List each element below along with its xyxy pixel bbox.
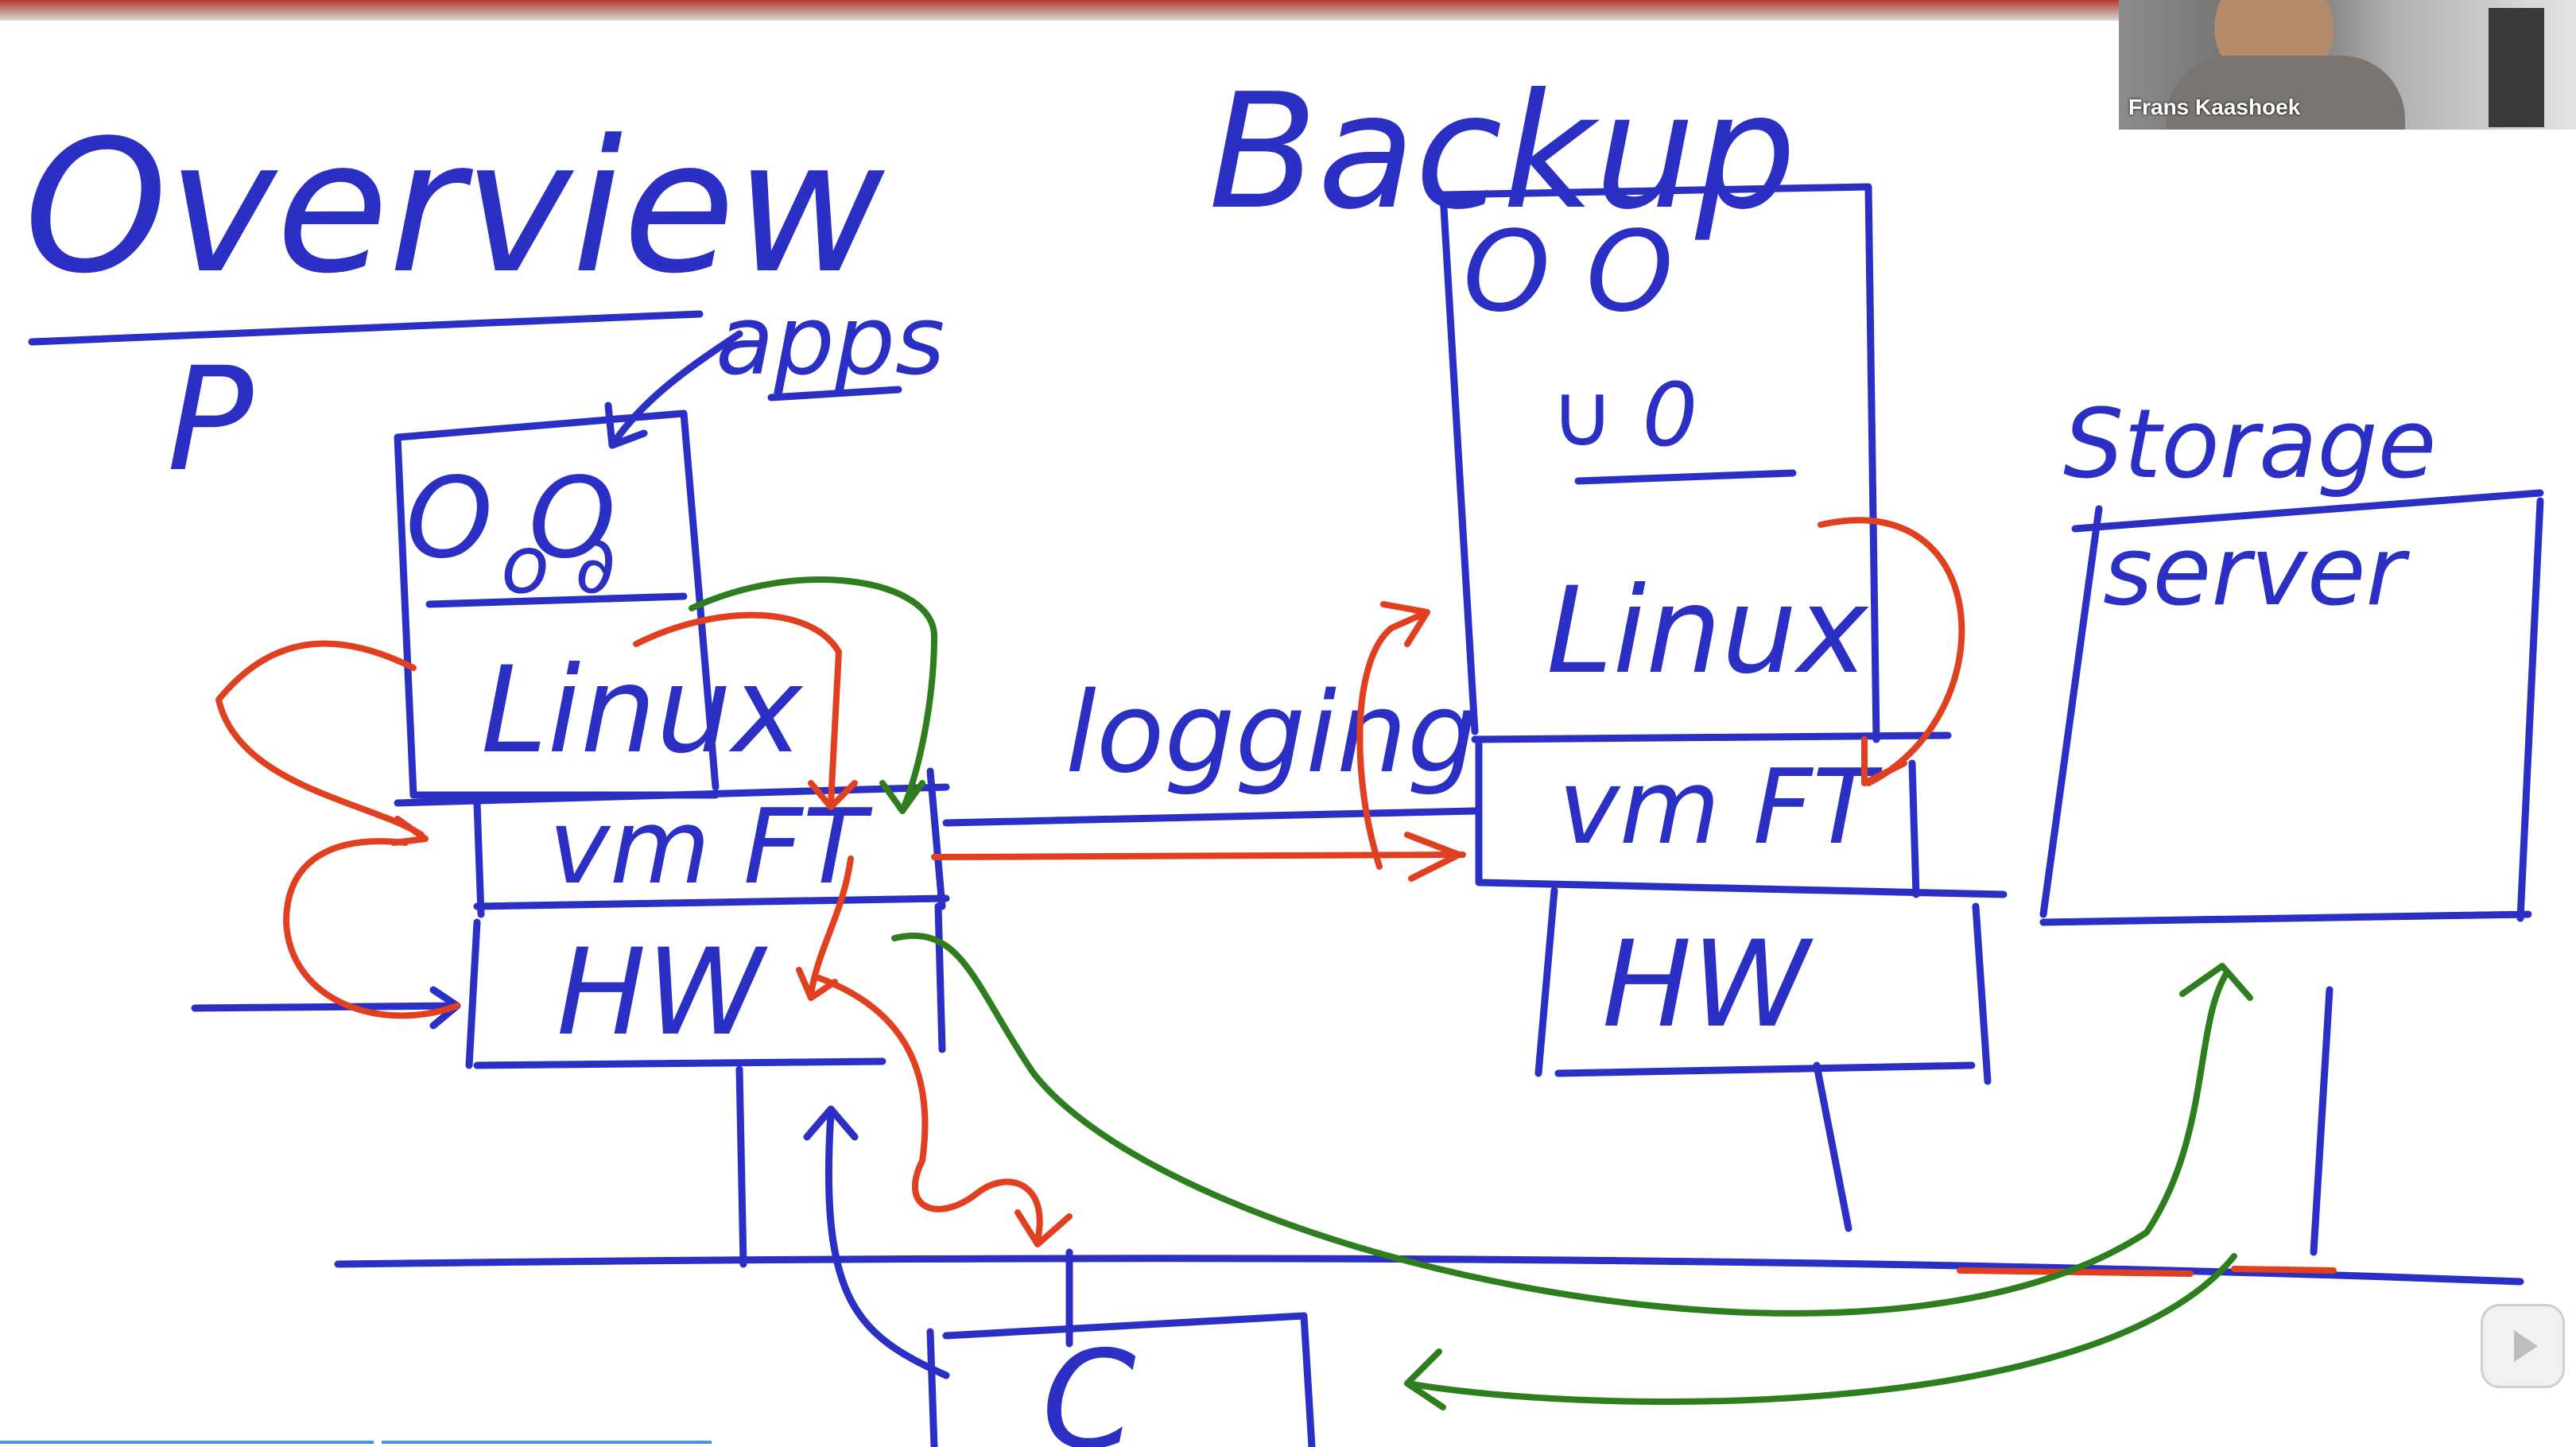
primary-hw-label: HW bbox=[557, 924, 768, 1062]
storage-network-tap bbox=[2310, 986, 2334, 1256]
whiteboard-canvas: Overview P apps O O o ∂ Linux vm FT HW B… bbox=[0, 21, 2576, 1447]
participant-body bbox=[2167, 56, 2405, 130]
progress-segment bbox=[382, 1441, 712, 1444]
red-vmft-to-hw bbox=[796, 855, 854, 1001]
client-request-arrow bbox=[803, 1105, 950, 1379]
primary-network-tap bbox=[735, 1065, 747, 1268]
apps-pointer-arrow bbox=[604, 330, 743, 449]
backup-linux-label: Linux bbox=[1546, 562, 1869, 700]
red-backup-linux-to-vmft bbox=[1818, 517, 1965, 786]
backup-vmft-box bbox=[1471, 731, 2008, 898]
progress-strip[interactable] bbox=[0, 1441, 712, 1447]
backup-app-circles: O O bbox=[1463, 208, 1674, 337]
primary-app-box bbox=[394, 409, 720, 799]
storage-server-box bbox=[2039, 489, 2544, 926]
red-backup-up bbox=[1356, 601, 1430, 870]
play-button[interactable] bbox=[2481, 1304, 2565, 1388]
overview-underline bbox=[28, 310, 704, 346]
red-log-arrow bbox=[931, 832, 1466, 882]
logging-line bbox=[942, 807, 1479, 827]
red-loop-linux bbox=[215, 640, 429, 846]
backup-app-circles-2: ∪ 0 bbox=[1550, 364, 1697, 466]
progress-segment bbox=[0, 1441, 374, 1444]
background-shelf bbox=[2489, 8, 2544, 127]
green-storage-to-client bbox=[1404, 1253, 2237, 1410]
primary-linux-label: Linux bbox=[481, 642, 804, 780]
client-box bbox=[926, 1312, 1316, 1447]
primary-app-separator bbox=[425, 592, 688, 608]
backup-network-tap bbox=[1813, 1061, 1852, 1232]
backup-title: Backup bbox=[1208, 60, 1796, 245]
primary-app-circles: O O bbox=[405, 454, 616, 584]
apps-underline bbox=[767, 386, 902, 402]
backup-app-separator bbox=[1574, 469, 1797, 485]
backup-vmft-label: vm FT bbox=[1558, 747, 1883, 867]
primary-label: P bbox=[167, 337, 254, 503]
apps-label: apps bbox=[716, 286, 945, 397]
participant-video-tile[interactable]: Frans Kaashoek bbox=[2119, 0, 2576, 130]
client-label: C bbox=[1042, 1322, 1136, 1447]
logging-label: logging bbox=[1065, 669, 1478, 798]
red-linux-to-vmft bbox=[633, 611, 858, 810]
backup-app-box bbox=[1439, 183, 1880, 743]
storage-label-line1: Storage bbox=[2063, 390, 2437, 500]
green-to-storage bbox=[891, 932, 2253, 1317]
red-hw-to-net bbox=[816, 975, 1073, 1247]
red-loop-hw bbox=[283, 838, 460, 1019]
green-linux-to-vmft bbox=[689, 576, 937, 814]
backup-hw-box bbox=[1534, 886, 1992, 1085]
participant-name: Frans Kaashoek bbox=[2128, 95, 2301, 119]
overview-title: Overview bbox=[24, 102, 886, 314]
network-bus bbox=[334, 1255, 2524, 1286]
storage-label-line2: server bbox=[2103, 517, 2411, 627]
primary-vmft-label: vm FT bbox=[549, 786, 873, 907]
play-icon bbox=[2514, 1330, 2538, 1362]
primary-hw-box bbox=[465, 902, 946, 1069]
primary-vmft-box bbox=[394, 767, 950, 918]
backup-hw-label: HW bbox=[1602, 916, 1814, 1054]
